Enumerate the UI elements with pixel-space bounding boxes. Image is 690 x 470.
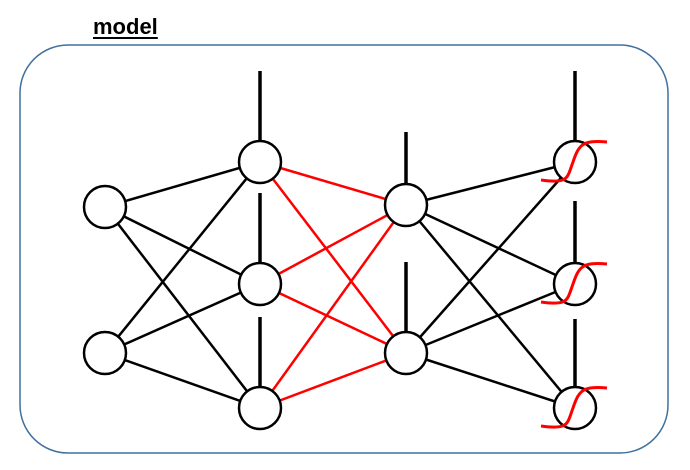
sigmoid-group bbox=[540, 140, 608, 429]
edge-hidden-2-1-output-1 bbox=[405, 160, 576, 207]
edge-input-1-hidden-1-3 bbox=[104, 206, 261, 409]
edge-hidden-2-1-output-2 bbox=[405, 203, 576, 286]
frame-title: model bbox=[89, 14, 162, 41]
edge-hidden-2-2-output-1 bbox=[405, 161, 576, 354]
edge-hidden-1-3-hidden-2-2 bbox=[259, 351, 407, 410]
edge-input-2-hidden-1-3 bbox=[104, 351, 261, 410]
edge-hidden-2-2-output-3 bbox=[405, 351, 576, 410]
edge-hidden-2-2-output-2 bbox=[405, 282, 576, 355]
node-hidden-1-1 bbox=[237, 139, 283, 185]
edge-hidden-1-2-hidden-2-1 bbox=[259, 203, 407, 286]
node-output-1 bbox=[552, 139, 598, 185]
sigmoid-icon-1 bbox=[540, 140, 608, 183]
node-input-2 bbox=[82, 330, 128, 376]
edge-input-1-hidden-1-2 bbox=[104, 205, 261, 286]
node-hidden-2-1 bbox=[383, 182, 429, 228]
edge-hidden-1-1-hidden-2-1 bbox=[259, 160, 407, 207]
node-hidden-2-2 bbox=[383, 330, 429, 376]
node-output-3 bbox=[552, 385, 598, 431]
edge-hidden-1-2-hidden-2-2 bbox=[259, 282, 407, 355]
node-hidden-1-3 bbox=[237, 385, 283, 431]
edge-hidden-1-3-hidden-2-1 bbox=[258, 204, 408, 409]
edge-input-1-hidden-1-1 bbox=[104, 160, 261, 209]
edge-input-2-hidden-1-2 bbox=[104, 282, 261, 355]
node-hidden-1-2 bbox=[237, 261, 283, 307]
edge-hidden-1-1-hidden-2-2 bbox=[259, 161, 407, 354]
bias-lines-group bbox=[258, 71, 577, 387]
sigmoid-icon-2 bbox=[540, 262, 608, 305]
model-frame bbox=[19, 44, 669, 454]
edge-hidden-2-1-output-3 bbox=[405, 204, 576, 409]
edges-group bbox=[104, 160, 576, 410]
nodes-group bbox=[82, 139, 598, 431]
sigmoid-icon-3 bbox=[540, 386, 608, 429]
node-output-2 bbox=[552, 261, 598, 307]
node-input-1 bbox=[82, 184, 128, 230]
edge-input-2-hidden-1-1 bbox=[104, 161, 261, 354]
